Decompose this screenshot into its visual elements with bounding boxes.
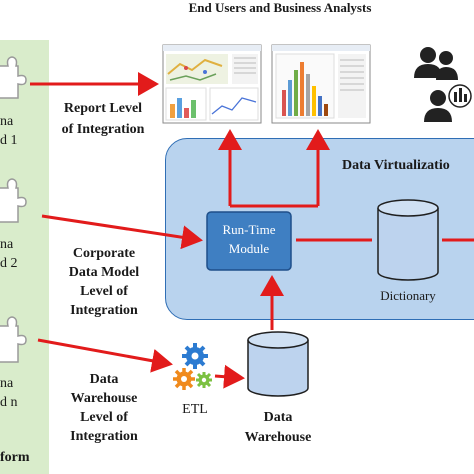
warehouse-level-line3: Level of xyxy=(80,410,128,425)
warehouse-label-line1: Data xyxy=(263,410,293,425)
puzzle-icon xyxy=(0,178,27,223)
report-screenshot-map xyxy=(162,44,262,124)
source-label-2: na d 2 xyxy=(0,235,18,273)
warehouse-label: Data Warehouse xyxy=(228,408,328,448)
warehouse-cylinder xyxy=(247,331,309,397)
diagram-title: End Users and Business Analysts xyxy=(188,0,372,15)
corporate-level-label: Corporate Data Model Level of Integratio… xyxy=(52,244,156,320)
run-time-module-line2: Module xyxy=(228,241,270,256)
puzzle-icon xyxy=(0,316,27,363)
corporate-level-line4: Integration xyxy=(70,303,138,318)
source-label-1-line1: na xyxy=(0,114,14,129)
warehouse-level-line2: Warehouse xyxy=(70,391,138,406)
source-label-1-line2: d 1 xyxy=(0,133,18,148)
gear-icon xyxy=(173,368,195,390)
warehouse-level-label: Data Warehouse Level of Integration xyxy=(52,370,156,446)
report-level-line1: Report Level xyxy=(63,101,143,116)
warehouse-level-line1: Data xyxy=(89,372,119,387)
run-time-module-box xyxy=(206,211,292,271)
source-label-n-line2: d n xyxy=(0,395,18,410)
gear-icon xyxy=(196,372,212,388)
virtualization-title: Data Virtualizatio xyxy=(342,158,450,173)
dictionary-label: Dictionary xyxy=(380,288,436,303)
source-label-n-line1: na xyxy=(0,376,14,391)
report-level-line2: of Integration xyxy=(61,122,145,137)
warehouse-label-line2: Warehouse xyxy=(244,430,312,445)
corporate-level-line1: Corporate xyxy=(72,246,136,261)
corporate-level-line3: Level of xyxy=(80,284,128,299)
warehouse-level-line4: Integration xyxy=(70,429,138,444)
report-level-label: Report Level of Integration xyxy=(48,98,158,140)
puzzle-icon xyxy=(0,56,27,99)
flow-arrows xyxy=(30,72,474,389)
gear-icon xyxy=(182,343,208,369)
run-time-module-label: Run-Time Module xyxy=(207,220,291,258)
corporate-level-line2: Data Model xyxy=(68,265,140,280)
run-time-module-line1: Run-Time xyxy=(222,222,276,237)
platform-label: form xyxy=(0,450,30,465)
dictionary-cylinder xyxy=(377,199,439,281)
source-label-1: na d 1 xyxy=(0,112,18,150)
source-label-2-line2: d 2 xyxy=(0,256,18,271)
source-label-2-line1: na xyxy=(0,237,14,252)
etl-label: ETL xyxy=(182,402,208,417)
report-screenshot-charts xyxy=(271,44,371,124)
users-icon xyxy=(414,47,458,80)
source-label-n: na d n xyxy=(0,374,18,412)
analyst-icon xyxy=(424,84,472,122)
source-panel xyxy=(0,40,49,474)
